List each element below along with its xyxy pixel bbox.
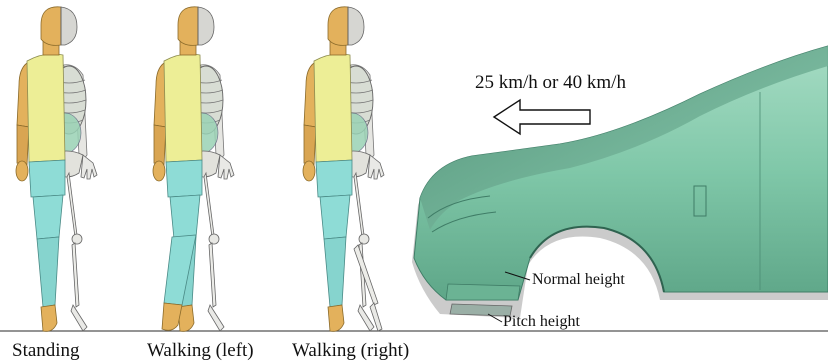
pitch-height-label: Pitch height [503,313,580,331]
speed-label: 25 km/h or 40 km/h [475,72,626,94]
posture-label-walking-left: Walking (left) [147,340,254,362]
pedestrian-standing [16,7,97,332]
pedestrian-walking-left [153,7,234,332]
posture-label-standing: Standing [12,340,80,362]
posture-label-walking-right: Walking (right) [292,340,409,362]
direction-arrow-icon [494,100,590,134]
normal-height-label: Normal height [532,271,625,289]
pedestrian-walking-right [303,7,384,332]
